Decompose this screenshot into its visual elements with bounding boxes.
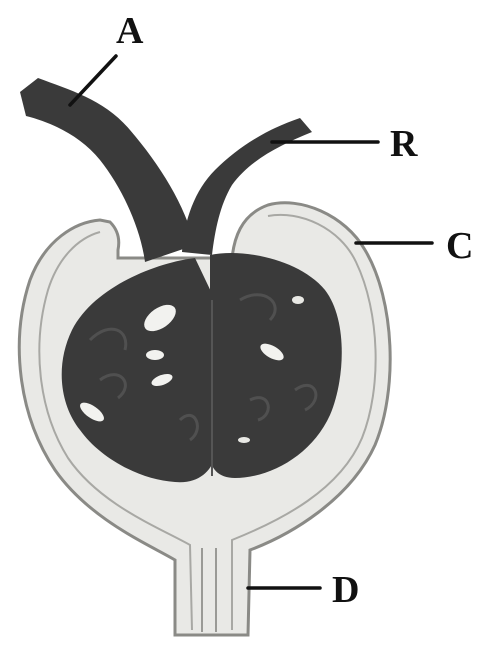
capillary-lumen [238,437,250,443]
label-b: R [390,123,418,165]
label-c: C [446,225,473,267]
capillary-lumen [292,296,304,304]
label-a: A [116,10,144,52]
label-d: D [332,569,359,611]
leader-line-a [70,56,116,105]
capillary-lumen [146,350,164,360]
